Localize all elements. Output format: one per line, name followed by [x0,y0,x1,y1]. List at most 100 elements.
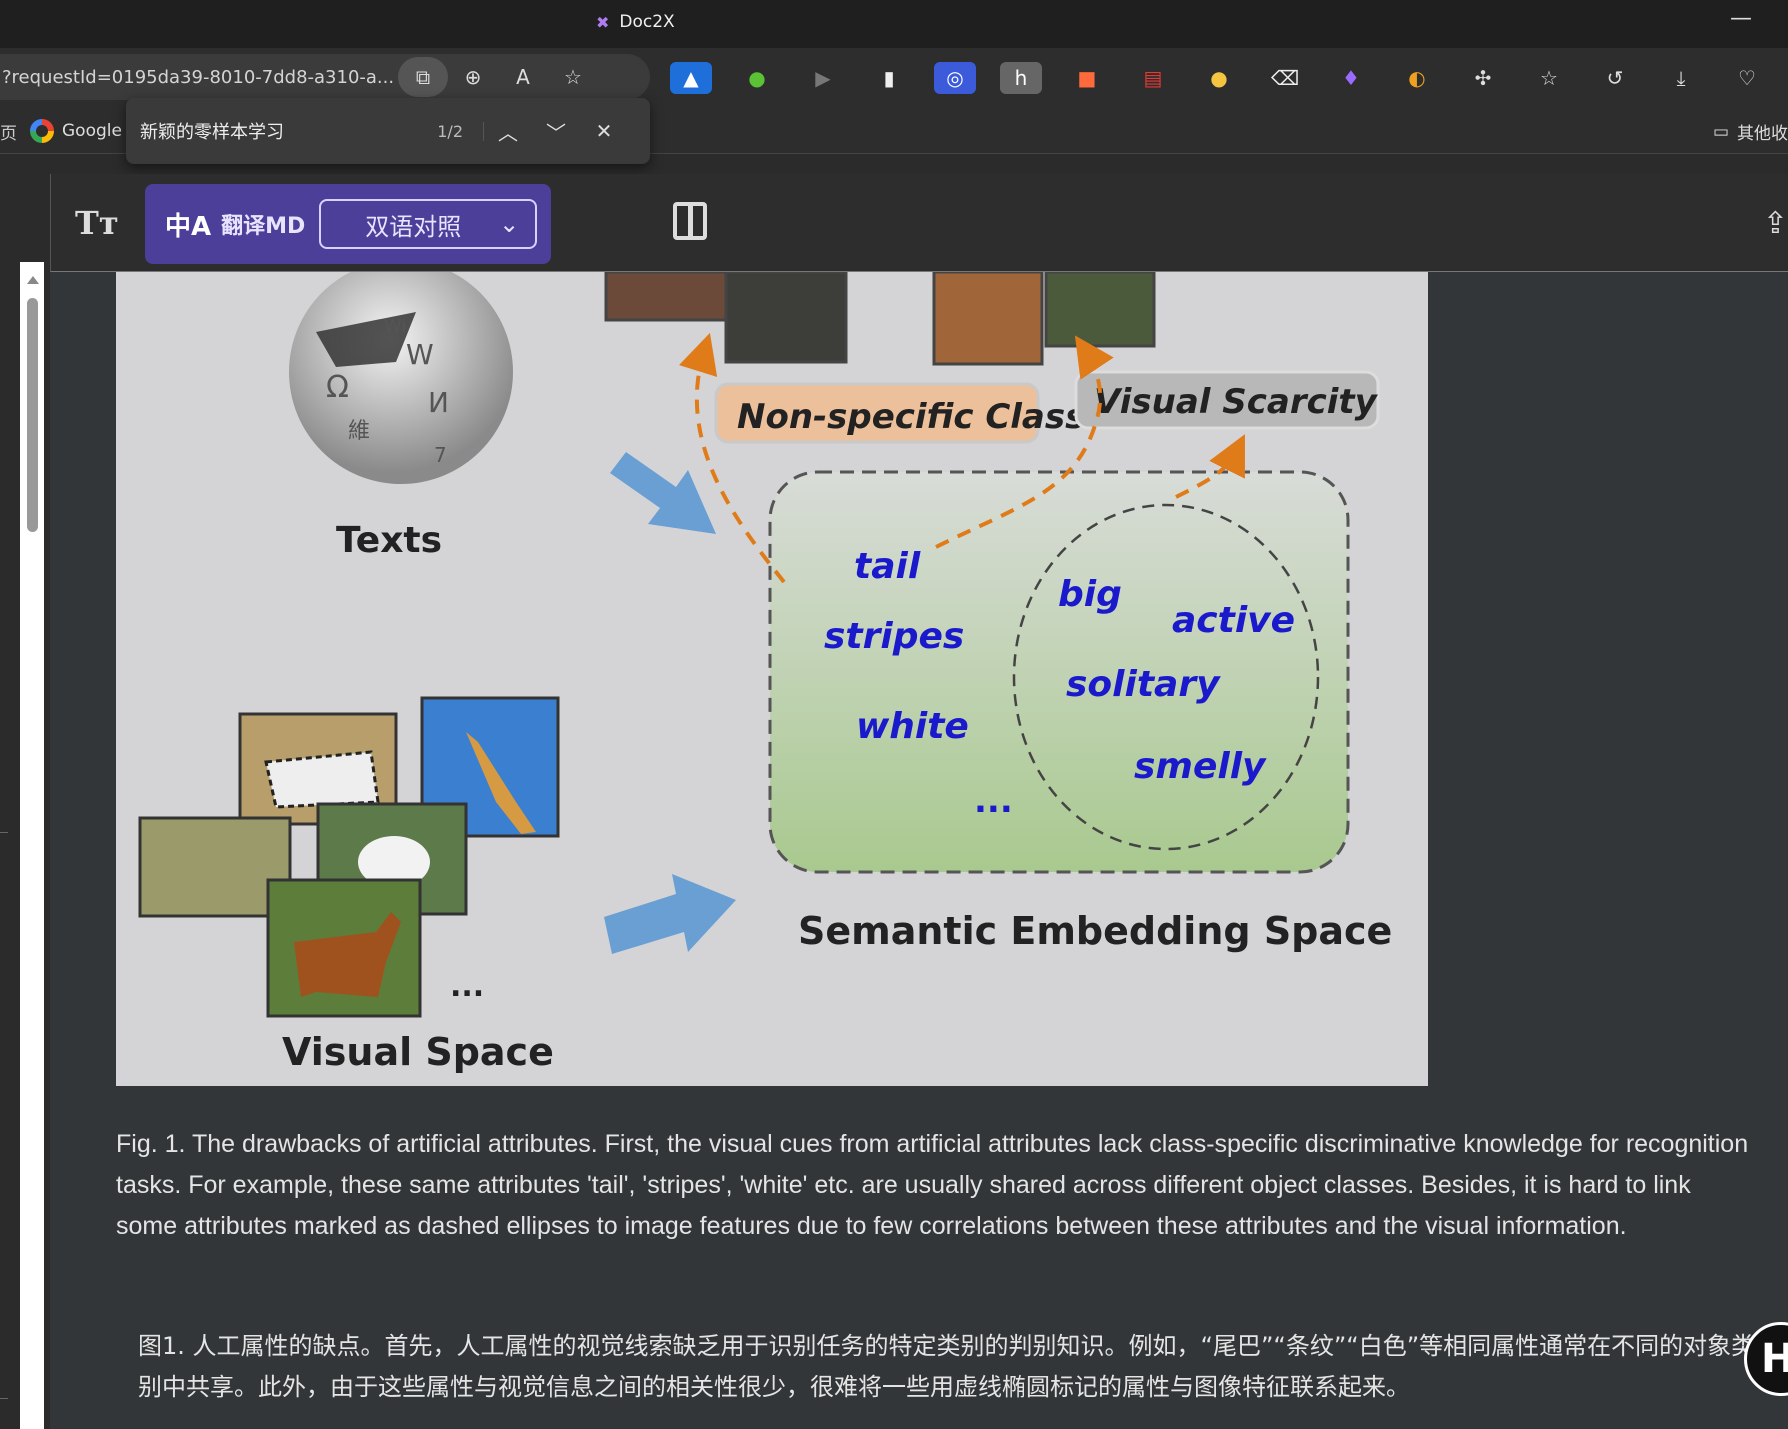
bookmark-other-folder[interactable]: ▭ 其他收 [1712,119,1788,145]
title-bar: ✖ Doc2X — [0,0,1788,48]
find-next-button[interactable]: ﹀ [546,120,566,145]
figure-caption-zh: 图1. 人工属性的缺点。首先，人工属性的视觉线索缺乏用于识别任务的特定类别的判别… [138,1332,1756,1401]
figure-diagram: W Ω И 維 7 Wi Texts Non-specific Class Vi… [138,272,1392,1074]
divider [0,832,8,833]
app-available-icon[interactable]: ⧉ [398,57,448,97]
address-bar[interactable]: ?requestId=0195da39-8010-7dd8-a310-a... … [0,54,650,100]
images-ellipsis: ... [450,969,484,1004]
non-specific-class-box [714,382,1040,444]
download-icon[interactable]: ⤓ [1676,66,1686,90]
figure-image: W Ω И 維 7 Wi Texts Non-specific Class Vi… [116,272,1428,1086]
visual-space-label: Visual Space [282,1030,554,1074]
extensions-puzzle-icon[interactable]: ✣ [1474,66,1492,90]
animal-photo [932,272,1044,366]
animal-photo [724,272,848,364]
bookmark-fragment[interactable]: 页 [0,124,17,144]
find-input[interactable]: 新颖的零样本学习 [140,122,284,143]
semantic-space-label: Semantic Embedding Space [798,909,1392,953]
split-view-icon[interactable] [673,202,707,240]
extension-trash-icon[interactable]: ⌫ [1270,66,1300,90]
history-icon[interactable]: ↺ [1606,66,1624,90]
scrollbar-thumb[interactable] [27,298,38,532]
chevron-down-icon: ⌄ [499,210,520,238]
semantic-space-box [768,470,1350,874]
find-bar: 新颖的零样本学习 1/2 ︿ ﹀ ✕ [126,98,650,164]
extension-circle-icon[interactable]: ● [1210,66,1228,90]
globe-glyph: W [406,338,434,371]
folder-icon: ▭ [1712,121,1729,142]
visual-scarcity-box [1074,370,1380,430]
zebra-shape [264,750,380,809]
extension-globe-icon[interactable]: ● [748,66,766,90]
animal-photo [604,272,748,322]
extension-h-icon[interactable]: h [1000,62,1042,94]
orange-dashed-arrow [678,332,786,584]
attribute-ellipsis: ... [974,781,1013,821]
address-url[interactable]: ?requestId=0195da39-8010-7dd8-a310-a... [2,66,395,88]
attribute-smelly: smelly [1134,746,1267,787]
horse-shape [294,912,401,997]
figure-caption-en: Fig. 1. The drawbacks of artificial attr… [116,1130,1749,1240]
attribute-active: active [1172,600,1295,641]
doc2x-logo-icon: ✖ [596,12,610,32]
extension-chrome-icon[interactable]: ◐ [1408,66,1426,90]
globe-glyph: 維 [348,419,370,444]
mode-select-value: 双语对照 [365,212,462,241]
document-view: W Ω И 維 7 Wi Texts Non-specific Class Vi… [50,272,1788,1429]
find-previous-button[interactable]: ︿ [498,120,518,145]
scroll-up-arrow-icon[interactable] [27,276,39,284]
globe-glyph: 7 [434,443,447,467]
attribute-big: big [1058,574,1122,615]
bookmark-google-label: Google [62,121,122,141]
find-count: 1/2 [404,121,484,141]
google-icon [30,119,54,143]
translate-md-button[interactable]: 翻译MD [221,214,306,239]
minimize-button[interactable]: — [1730,6,1752,31]
extension-notes-icon[interactable]: ▤ [1143,66,1163,90]
non-specific-class-label: Non-specific Class [737,397,1085,437]
extensions-row: ▲ ● ▶ ▮ ◎ h ■ ▤ ● ⌫ ♦ ◐ ✣ ☆ ↺ ⤓ ♡ [670,62,1768,94]
read-aloud-icon[interactable]: A [516,65,530,89]
doc-toolbar: Tт 中A 翻译MD 双语对照 ⌄ ⇪ [50,174,1788,272]
globe-glyph: И [428,386,449,419]
blue-arrow [604,874,736,954]
panda-shape [358,836,430,888]
globe-glyph: Ω [326,370,349,405]
giraffe-shape [466,732,536,834]
attribute-solitary: solitary [1066,664,1221,705]
extension-flame-icon[interactable]: ♦ [1342,66,1360,90]
animal-photo [1044,272,1156,348]
globe-glyph: Wi [384,316,406,337]
orange-dashed-arrow [935,335,1114,549]
bookmark-google[interactable]: Google [30,119,122,143]
globe-piece [316,312,416,367]
zoom-icon[interactable]: ⊕ [464,65,482,89]
export-icon[interactable]: ⇪ [1762,206,1788,241]
attribute-white: white [856,706,969,747]
extension-page-icon[interactable]: ▮ [883,66,895,90]
extension-chat-icon[interactable]: ◎ [934,62,976,94]
dashed-ellipse [1012,503,1320,851]
orange-dashed-arrow [1175,434,1245,499]
extension-play-icon[interactable]: ▶ [815,66,831,90]
bilingual-mode-select[interactable]: 双语对照 ⌄ [319,199,538,249]
extension-orange-icon[interactable]: ■ [1077,66,1097,90]
font-size-icon[interactable]: Tт [75,204,119,242]
find-close-button[interactable]: ✕ [595,119,613,143]
wikipedia-globe-icon [289,272,513,484]
divider [0,1398,8,1399]
extension-translate-icon[interactable]: ▲ [670,62,712,94]
favorite-star-icon[interactable]: ☆ [564,65,582,89]
attribute-tail: tail [854,546,921,587]
performance-heart-icon[interactable]: ♡ [1738,66,1756,90]
texts-label: Texts [336,520,442,561]
gazelle-photo [138,816,292,918]
translate-icon[interactable]: 中A [165,211,212,242]
bookmark-other-label: 其他收 [1737,124,1788,144]
active-tab[interactable]: ✖ Doc2X [596,12,675,32]
translate-panel: 中A 翻译MD 双语对照 ⌄ [145,184,551,264]
favorites-icon[interactable]: ☆ [1540,66,1558,90]
tab-title: Doc2X [619,12,675,32]
visual-scarcity-label: Visual Scarcity [1094,382,1379,422]
blue-arrow [610,452,716,534]
